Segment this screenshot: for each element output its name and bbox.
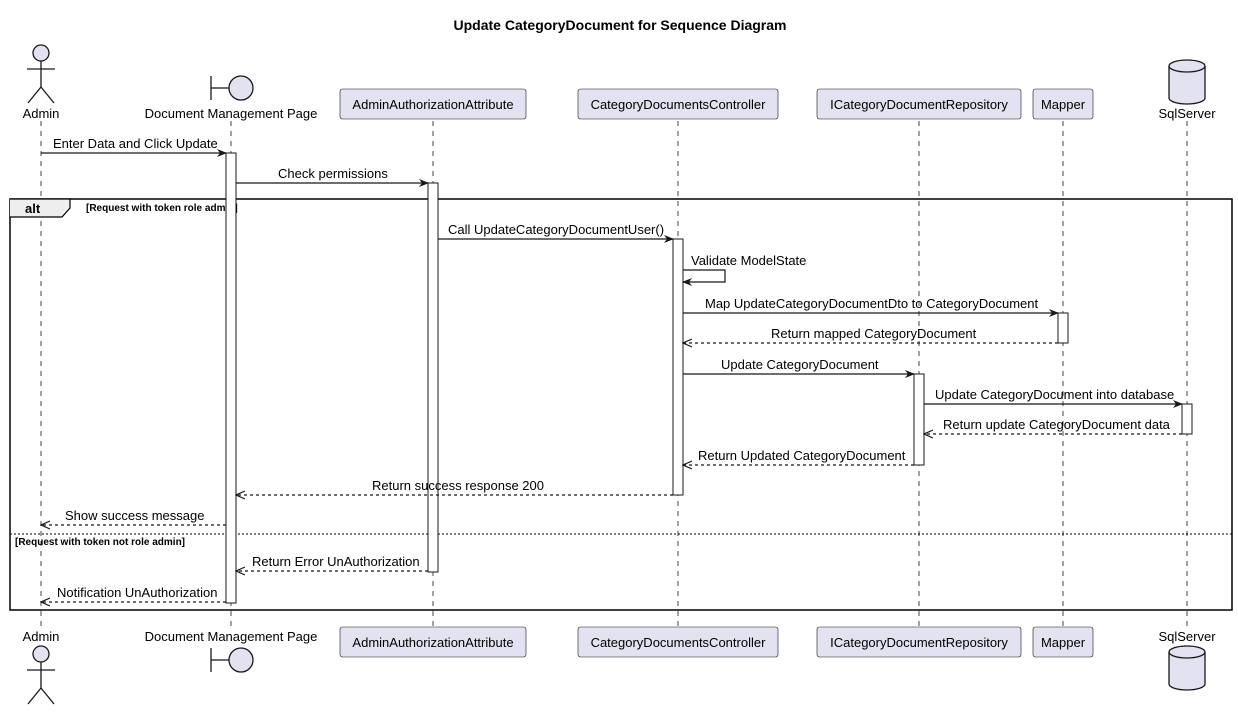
boundary-circle — [228, 75, 254, 101]
participant-box — [1032, 626, 1094, 658]
participant-repo-top: ICategoryDocumentRepository — [816, 88, 1022, 120]
message-label: Call UpdateCategoryDocumentUser() — [448, 222, 664, 237]
actor-leg-right — [40, 687, 55, 705]
message-label: Return mapped CategoryDocument — [771, 326, 977, 341]
message-11: Return success response 200 — [236, 478, 673, 495]
message-label: Map UpdateCategoryDocumentDto to Categor… — [705, 296, 1039, 311]
participant-label: Mapper — [1041, 635, 1086, 650]
message-label: Show success message — [65, 508, 204, 523]
actor-leg-left — [27, 687, 42, 705]
participant-label: CategoryDocumentsController — [591, 97, 767, 112]
fragment-layer: alt [Request with token role admin] [Reque… — [9, 198, 1233, 611]
activation-mapper — [1057, 312, 1069, 344]
participant-db-top-label: SqlServer — [1158, 106, 1216, 121]
alt-operator-label: alt — [25, 201, 41, 216]
message-12: Show success message — [41, 508, 226, 525]
participant-box — [577, 626, 779, 658]
activation-page — [225, 152, 237, 604]
message-2: Check permissions — [236, 166, 429, 187]
message-label: Notification UnAuthorization — [57, 585, 217, 600]
message-arrow — [682, 269, 726, 286]
participant-auth-top: AdminAuthorizationAttribute — [339, 88, 527, 120]
participant-db-bottom-label: SqlServer — [1158, 629, 1216, 644]
activation-auth — [427, 182, 439, 573]
database-cylinder — [1168, 59, 1206, 105]
message-1: Enter Data and Click Update — [41, 136, 227, 157]
admin-actor-icon-top — [27, 44, 55, 104]
message-13: Return Error UnAuthorization — [236, 554, 428, 571]
boundary-circle — [228, 647, 254, 673]
message-label: Return Error UnAuthorization — [252, 554, 420, 569]
activations-layer — [225, 152, 1193, 604]
activation-db — [1181, 403, 1193, 435]
activation-repo — [913, 373, 925, 466]
message-5: Map UpdateCategoryDocumentDto to Categor… — [683, 296, 1059, 317]
message-label: Enter Data and Click Update — [53, 136, 218, 151]
participant-label: Mapper — [1041, 97, 1086, 112]
activation-ctrl — [672, 238, 684, 496]
admin-actor-icon-bottom — [27, 645, 55, 705]
participant-admin-top-label: Admin — [23, 106, 60, 121]
database-rim — [1168, 651, 1206, 659]
participant-box — [339, 88, 527, 120]
database-cylinder — [1168, 645, 1206, 691]
participant-box — [339, 626, 527, 658]
message-label: Update CategoryDocument — [721, 357, 879, 372]
participant-label: ICategoryDocumentRepository — [830, 635, 1008, 650]
participant-label: ICategoryDocumentRepository — [830, 97, 1008, 112]
message-label: Validate ModelState — [691, 253, 806, 268]
actor-leg-left — [27, 86, 42, 104]
message-7: Update CategoryDocument — [683, 357, 915, 378]
message-6: Return mapped CategoryDocument — [683, 326, 1058, 343]
boundary-icon-bottom — [210, 647, 254, 673]
alt-guard-2: [Request with token not role admin] — [15, 537, 185, 548]
participant-box — [1032, 88, 1094, 120]
database-icon-top — [1168, 59, 1206, 105]
database-rim — [1168, 65, 1206, 73]
message-label: Return update CategoryDocument data — [943, 417, 1171, 432]
participant-mapper-top: Mapper — [1032, 88, 1094, 120]
database-icon-bottom — [1168, 645, 1206, 691]
participant-label: AdminAuthorizationAttribute — [352, 97, 513, 112]
message-4: Validate ModelState — [682, 253, 806, 286]
message-8: Update CategoryDocument into database — [924, 387, 1183, 408]
actor-leg-right — [40, 86, 55, 104]
participant-mapper-bottom: Mapper — [1032, 626, 1094, 658]
participant-ctrl-top: CategoryDocumentsController — [577, 88, 779, 120]
boundary-icon-top — [210, 75, 254, 101]
message-9: Return update CategoryDocument data — [924, 417, 1182, 434]
lifelines-layer — [40, 121, 1188, 627]
message-label: Return success response 200 — [372, 478, 544, 493]
participant-page-top-label: Document Management Page — [145, 106, 318, 121]
participant-admin-bottom-label: Admin — [23, 629, 60, 644]
participant-box — [816, 626, 1022, 658]
message-label: Return Updated CategoryDocument — [698, 448, 906, 463]
message-10: Return Updated CategoryDocument — [683, 448, 914, 465]
participant-label: CategoryDocumentsController — [591, 635, 767, 650]
participant-repo-bottom: ICategoryDocumentRepository — [816, 626, 1022, 658]
alt-fragment-tab — [10, 198, 71, 218]
participant-page-bottom-label: Document Management Page — [145, 629, 318, 644]
actor-head — [32, 645, 50, 663]
message-3: Call UpdateCategoryDocumentUser() — [438, 222, 674, 243]
participant-box — [577, 88, 779, 120]
alt-fragment-frame — [9, 198, 1233, 611]
participant-auth-bottom: AdminAuthorizationAttribute — [339, 626, 527, 658]
message-label: Update CategoryDocument into database — [935, 387, 1174, 402]
message-label: Check permissions — [278, 166, 388, 181]
participant-box — [816, 88, 1022, 120]
participant-label: AdminAuthorizationAttribute — [352, 635, 513, 650]
diagram-title: Update CategoryDocument for Sequence Dia… — [454, 17, 787, 33]
alt-guard-1: [Request with token role admin] — [86, 203, 238, 214]
message-14: Notification UnAuthorization — [41, 585, 226, 602]
actor-head — [32, 44, 50, 62]
participant-ctrl-bottom: CategoryDocumentsController — [577, 626, 779, 658]
